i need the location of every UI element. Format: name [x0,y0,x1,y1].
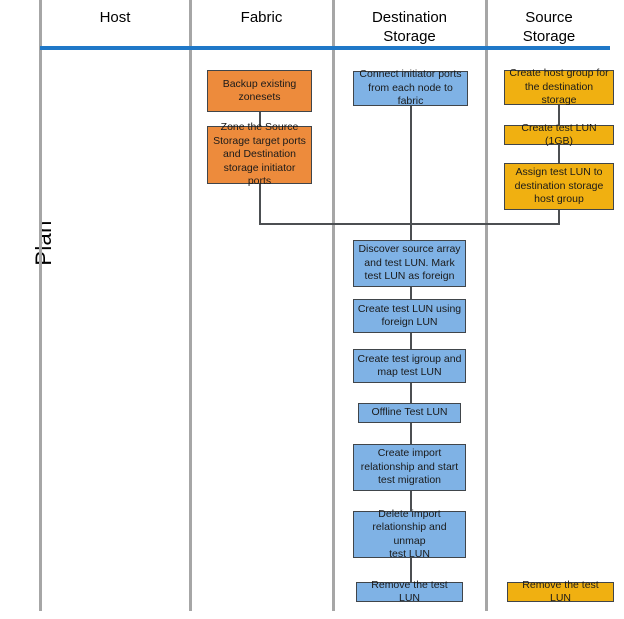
lane-divider-host-fabric [189,0,192,611]
node-create-test-lun-1gb[interactable]: Create test LUN (1GB) [504,122,614,147]
connector-zone-to-merge-bus [259,184,261,224]
header-accent-rule [40,46,610,50]
node-create-test-lun-foreign[interactable]: Create test LUN using foreign LUN [353,299,466,333]
connector-discover-to-create-lun [410,287,412,299]
node-delete-import-relationship[interactable]: Delete import relationship and unmap tes… [353,508,466,560]
connector-backup-to-zone [259,112,261,126]
node-connect-initiator-ports[interactable]: Connect initiator ports from each node t… [353,68,468,107]
lane-header-destination-storage: Destination Storage [371,9,448,45]
node-remove-test-lun-destination[interactable]: Remove the test LUN [356,579,463,604]
lane-header-host: Host [99,9,131,26]
connector-import-to-delete [410,491,412,511]
connector-host-group-to-create-lun [558,105,560,125]
lane-divider-left [39,0,42,611]
node-create-test-igroup[interactable]: Create test igroup and map test LUN [353,349,466,383]
connector-assign-to-merge-bus [558,210,560,225]
connector-delete-to-remove [410,558,412,582]
phase-label-plan: Plan [31,220,56,266]
lane-header-source-storage: Source Storage [522,9,576,45]
lane-divider-fabric-destination [332,0,335,611]
node-assign-test-lun[interactable]: Assign test LUN to destination storage h… [504,163,614,210]
connector-create-lun-to-assign [558,145,560,163]
node-offline-test-lun[interactable]: Offline Test LUN [358,403,461,423]
connector-connect-ports-to-merge-bus [410,106,412,224]
node-zone-source-target-ports[interactable]: Zone the Source Storage target ports and… [207,121,312,187]
connector-offline-to-import [410,423,412,444]
node-create-import-relationship[interactable]: Create import relationship and start tes… [353,444,466,491]
connector-igroup-to-offline [410,383,412,403]
node-discover-source-array[interactable]: Discover source array and test LUN. Mark… [353,240,466,287]
connector-merge-bus-to-discover [410,223,412,240]
node-remove-test-lun-source[interactable]: Remove the test LUN [507,579,614,604]
node-backup-existing-zonesets[interactable]: Backup existing zonesets [207,70,312,112]
connector-create-lun-to-igroup [410,333,412,349]
lane-header-fabric: Fabric [240,9,283,26]
node-create-host-group[interactable]: Create host group for the destination st… [504,67,614,106]
lane-divider-destination-source [485,0,488,611]
connector-merge-bus [259,223,559,225]
